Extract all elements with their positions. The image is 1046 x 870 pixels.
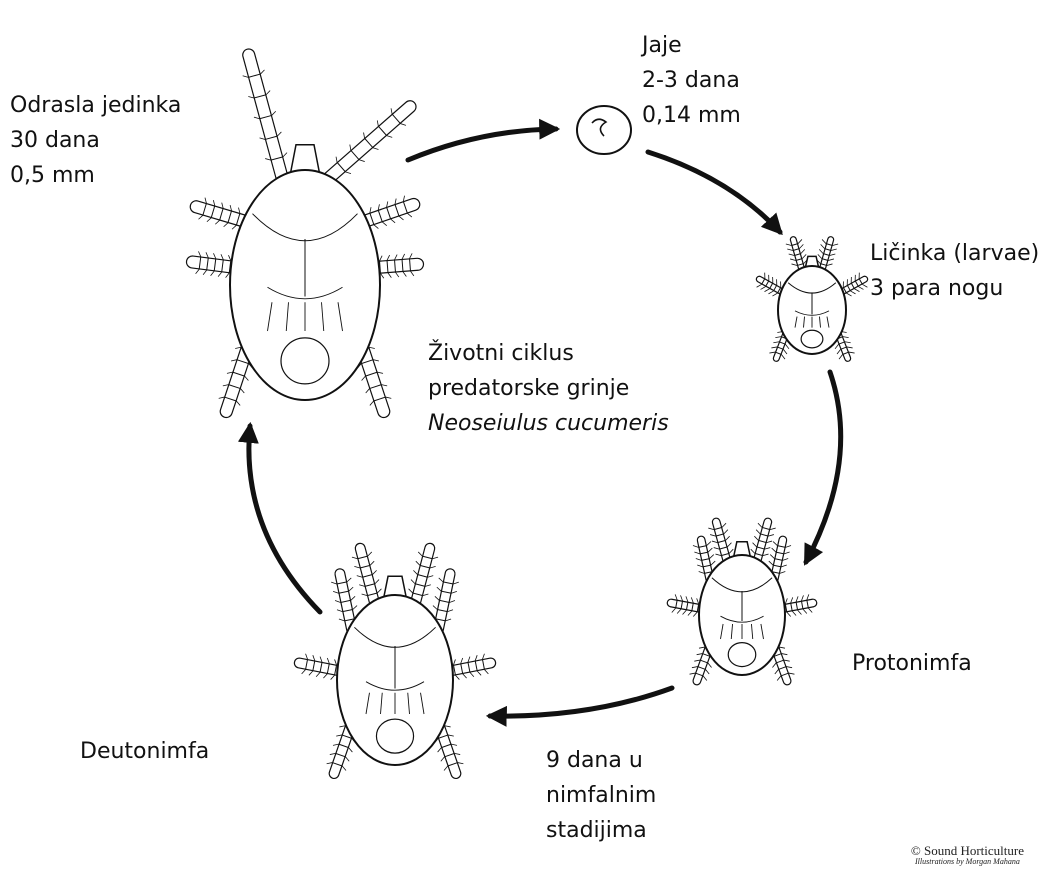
adult-size: 0,5 mm — [10, 158, 181, 193]
nymphal-note-line-1: 9 dana u — [546, 743, 656, 778]
larva-stage-name: Ličinka (larvae) — [870, 236, 1039, 271]
larva-legs-note: 3 para nogu — [870, 271, 1039, 306]
larva-mite-illustration — [757, 239, 868, 359]
deutonymph-stage-name: Deutonimfa — [80, 734, 209, 769]
deutonymph-mite-illustration — [299, 548, 490, 773]
copyright-credit: © Sound Horticulture Illustrations by Mo… — [911, 844, 1024, 866]
egg-duration: 2-3 dana — [642, 63, 741, 98]
stage-label-deutonymph: Deutonimfa — [80, 734, 209, 769]
stage-label-adult: Odrasla jedinka 30 dana 0,5 mm — [10, 88, 181, 193]
stage-label-larva: Ličinka (larvae) 3 para nogu — [870, 236, 1039, 306]
stage-label-protonymph: Protonimfa — [852, 646, 972, 681]
protonymph-mite-illustration — [671, 522, 813, 681]
title-species-name: Neoseiulus cucumeris — [428, 406, 669, 441]
adult-stage-name: Odrasla jedinka — [10, 88, 181, 123]
title-line-1: Životni ciklus — [428, 336, 669, 371]
adult-mite-illustration — [193, 55, 418, 412]
arrow-adult-to-egg — [408, 129, 556, 160]
arrow-larva-to-protonymph — [806, 372, 841, 562]
nymphal-note-line-3: stadijima — [546, 813, 656, 848]
egg-illustration — [577, 106, 631, 154]
diagram-title: Životni ciklus predatorske grinje Neosei… — [428, 336, 669, 441]
stage-label-egg: Jaje 2-3 dana 0,14 mm — [642, 28, 741, 133]
egg-stage-name: Jaje — [642, 28, 741, 63]
arrow-deutonymph-to-adult — [249, 426, 320, 612]
egg-size: 0,14 mm — [642, 98, 741, 133]
title-line-2: predatorske grinje — [428, 371, 669, 406]
adult-duration: 30 dana — [10, 123, 181, 158]
arrow-protonymph-to-deutonymph — [490, 688, 672, 716]
nymphal-duration-note: 9 dana u nimfalnim stadijima — [546, 743, 656, 848]
protonymph-stage-name: Protonimfa — [852, 646, 972, 681]
nymphal-note-line-2: nimfalnim — [546, 778, 656, 813]
credit-line-1: © Sound Horticulture — [911, 844, 1024, 857]
arrow-egg-to-larva — [648, 152, 780, 232]
credit-line-2: Illustrations by Morgan Mahana — [911, 857, 1024, 866]
